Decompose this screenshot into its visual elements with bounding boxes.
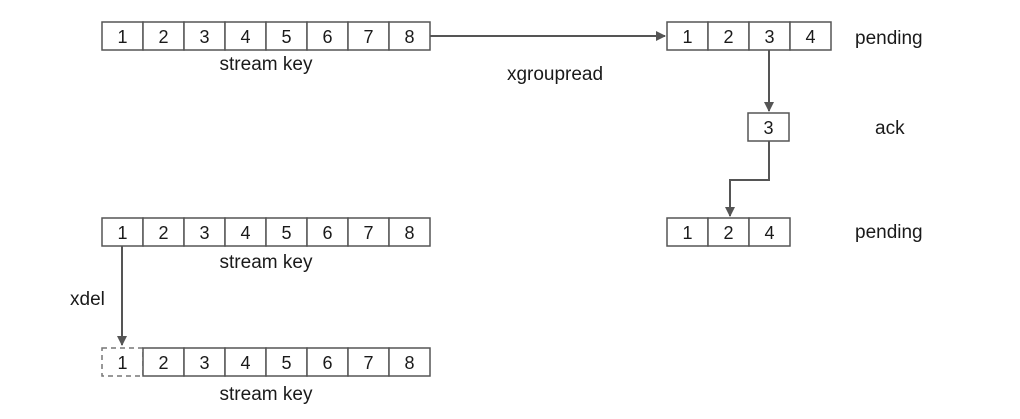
- cell-value: 6: [322, 27, 332, 47]
- cell-value: 1: [117, 353, 127, 373]
- cell-value: 1: [117, 27, 127, 47]
- cell-value: 2: [723, 27, 733, 47]
- cell-value: 2: [158, 27, 168, 47]
- pending-top-caption: pending: [855, 28, 923, 49]
- stream-cell: [224, 347, 267, 377]
- cell-value: 5: [281, 353, 291, 373]
- ack-to-pending-arrow: [725, 141, 770, 217]
- cell-value: 4: [240, 223, 250, 243]
- stream-cell: [224, 217, 267, 247]
- stream-cell: [347, 347, 390, 377]
- pending-bottom-caption: pending: [855, 222, 923, 243]
- stream-bottom-row: 1 2 3 4 5 6 7 8: [101, 347, 431, 377]
- xgroupread-label: xgroupread: [507, 64, 603, 85]
- cell-value: 8: [404, 27, 414, 47]
- stream-top-row: 1 2 3 4 5 6 7 8: [101, 21, 431, 51]
- stream-cell: [666, 217, 709, 247]
- stream-mid-row: 1 2 3 4 5 6 7 8: [101, 217, 431, 247]
- cell-value: 2: [158, 223, 168, 243]
- stream-cell: [748, 217, 791, 247]
- stream-cell: [347, 217, 390, 247]
- cell-value: 3: [199, 353, 209, 373]
- cell-value: 8: [404, 223, 414, 243]
- stream-cell: [101, 217, 144, 247]
- cell-value: 2: [723, 223, 733, 243]
- cell-value: 6: [322, 353, 332, 373]
- cell-value: 3: [764, 27, 774, 47]
- stream-cell: [183, 21, 226, 51]
- cell-value: 5: [281, 223, 291, 243]
- cell-value: 6: [322, 223, 332, 243]
- stream-top-caption: stream key: [220, 54, 313, 75]
- cell-value: 4: [764, 223, 774, 243]
- stream-cell: [388, 21, 431, 51]
- stream-cell: [265, 21, 308, 51]
- ack-caption: ack: [875, 118, 905, 139]
- cell-value: 4: [805, 27, 815, 47]
- stream-cell: [306, 217, 349, 247]
- cell-value: 1: [682, 223, 692, 243]
- stream-cell: [748, 21, 791, 51]
- stream-cell: [265, 347, 308, 377]
- stream-cell: [388, 217, 431, 247]
- stream-cell: [142, 21, 185, 51]
- cell-value: 7: [363, 223, 373, 243]
- stream-mid-caption: stream key: [220, 252, 313, 273]
- cell-value: 4: [240, 353, 250, 373]
- stream-cell: [666, 21, 709, 51]
- ack-box: 3: [747, 112, 790, 142]
- cell-value: 5: [281, 27, 291, 47]
- stream-cell: [142, 347, 185, 377]
- pending-top-row: 1 2 3 4: [666, 21, 832, 51]
- pending-bottom-row: 1 2 4: [666, 217, 791, 247]
- cell-value: 3: [763, 118, 773, 138]
- deleted-cell: [101, 347, 144, 377]
- stream-cell: [388, 347, 431, 377]
- cell-value: 8: [404, 353, 414, 373]
- stream-cell: [789, 21, 832, 51]
- stream-bottom-caption: stream key: [220, 384, 313, 405]
- cell-value: 7: [363, 27, 373, 47]
- cell-value: 7: [363, 353, 373, 373]
- xdel-label: xdel: [70, 289, 105, 310]
- cell-value: 1: [682, 27, 692, 47]
- cell-value: 4: [240, 27, 250, 47]
- stream-cell: [101, 21, 144, 51]
- cell-value: 3: [199, 223, 209, 243]
- cell-value: 3: [199, 27, 209, 47]
- cell-value: 1: [117, 223, 127, 243]
- stream-cell: [347, 21, 390, 51]
- stream-cell: [707, 217, 750, 247]
- cell-value: 2: [158, 353, 168, 373]
